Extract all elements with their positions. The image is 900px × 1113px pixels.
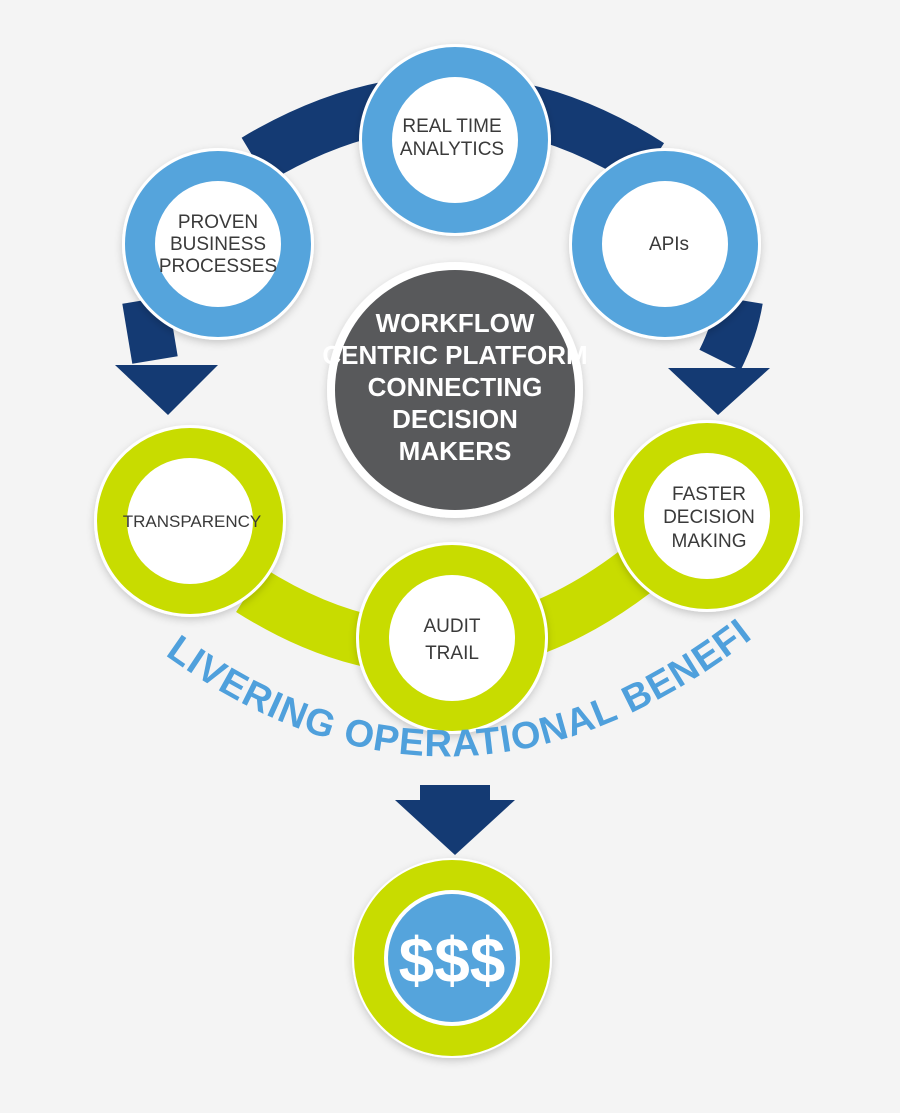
center-platform-circle: WORKFLOW CENTRIC PLATFORM CONNECTING DEC…: [322, 262, 588, 518]
node-real-time-analytics: REAL TIME ANALYTICS: [359, 44, 551, 236]
center-line-0: WORKFLOW: [376, 308, 535, 338]
audit-line-0: AUDIT: [424, 616, 481, 637]
real-time-line-1: ANALYTICS: [400, 139, 504, 160]
outcome-node: $$$: [352, 858, 552, 1058]
faster-line-1: DECISION: [663, 507, 755, 528]
node-apis: APIs: [569, 148, 761, 340]
proven-line-1: BUSINESS: [170, 234, 266, 255]
center-line-3: DECISION: [392, 404, 518, 434]
node-proven-business-processes: PROVEN BUSINESS PROCESSES: [122, 148, 314, 340]
outcome-arrow: [395, 785, 515, 855]
node-faster-decision-making: FASTER DECISION MAKING: [611, 420, 803, 612]
apis-label: APIs: [649, 234, 689, 255]
transparency-label: TRANSPARENCY: [123, 512, 262, 531]
audit-line-1: TRAIL: [425, 643, 479, 664]
node-audit-trail: AUDIT TRAIL: [356, 542, 548, 734]
faster-line-0: FASTER: [672, 484, 746, 505]
center-line-4: MAKERS: [399, 436, 512, 466]
center-line-1: CENTRIC PLATFORM: [322, 340, 587, 370]
center-line-2: CONNECTING: [368, 372, 543, 402]
outcome-label: $$$: [399, 924, 506, 996]
faster-line-2: MAKING: [672, 531, 747, 552]
proven-line-0: PROVEN: [178, 212, 258, 233]
real-time-line-0: REAL TIME: [402, 116, 501, 137]
proven-line-2: PROCESSES: [159, 256, 277, 277]
node-transparency: TRANSPARENCY: [94, 425, 286, 617]
